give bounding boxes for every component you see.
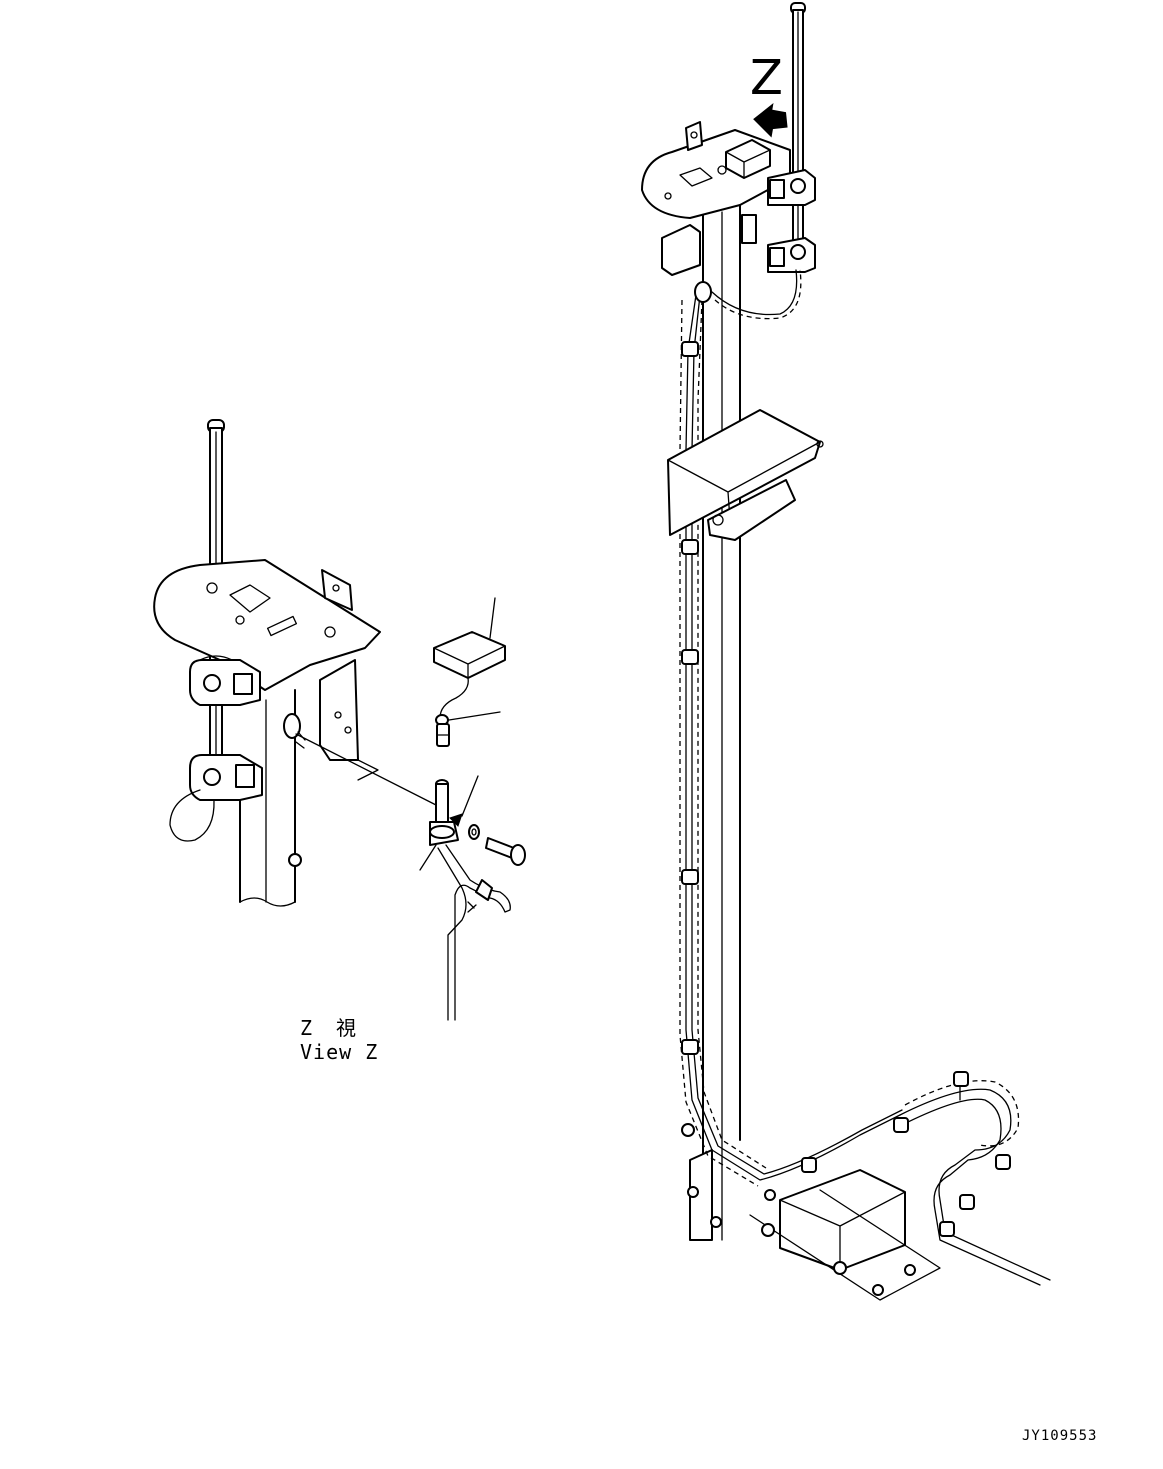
- view-label-en: View Z: [300, 1040, 379, 1064]
- cable-clips: [681, 281, 722, 1228]
- lower-module: [749, 1169, 941, 1301]
- view-z-arrow: [753, 103, 788, 138]
- view-arrow-letter: Z: [750, 50, 783, 106]
- gps-antenna: [433, 597, 506, 719]
- antenna-cable-loop: [169, 789, 215, 842]
- main-cable-loop: [714, 269, 802, 320]
- main-post: [661, 204, 757, 1241]
- main-bracket: [641, 121, 791, 219]
- antenna-connector: [435, 711, 501, 747]
- main-assembly: [641, 2, 1051, 1301]
- main-mast-clamp-lower: [767, 237, 816, 273]
- cable-socket: [419, 775, 479, 871]
- mast-clamp-upper: [189, 655, 261, 706]
- mounting-bracket: [153, 559, 381, 781]
- view-z-detail: [153, 419, 526, 1021]
- drawing-code: JY109553: [1022, 1428, 1098, 1444]
- lead-wire: [437, 844, 511, 1021]
- mast-clamp-lower: [189, 754, 263, 801]
- washer-and-bolt: [468, 824, 526, 866]
- view-label-jp: Z 視: [300, 1016, 359, 1040]
- main-antenna-mast: [790, 2, 806, 261]
- controller-box: [667, 409, 824, 541]
- main-mast-clamp-upper: [767, 169, 816, 206]
- right-harness: [801, 1071, 1051, 1286]
